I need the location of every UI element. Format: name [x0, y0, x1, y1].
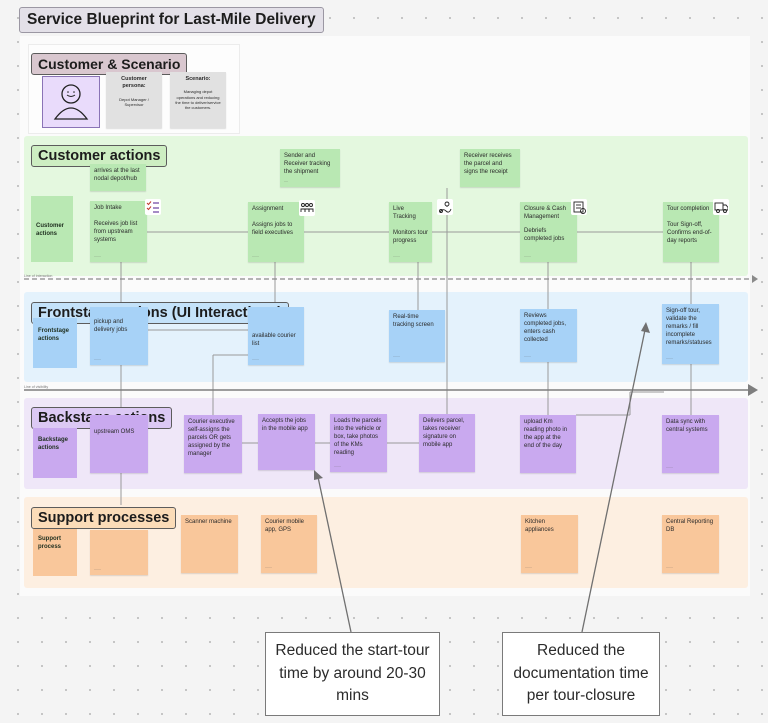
scenario-card[interactable]: Scenario: Managing depot operations and …	[170, 72, 226, 128]
note-support-blank[interactable]: .......	[90, 530, 148, 575]
person-icon	[53, 84, 89, 120]
note-upstream-oms[interactable]: upstream OMS	[90, 415, 148, 473]
note-tour-completion[interactable]: Tour completion Tour Sign-off, Confirms …	[663, 202, 719, 262]
persona-card[interactable]: Customer persona: Depot Manager / Superv…	[106, 72, 162, 128]
note-assignment[interactable]: Assignment Assigns jobs to field executi…	[248, 202, 304, 262]
note-loads-parcels[interactable]: Loads the parcels into the vehicle or bo…	[330, 414, 387, 472]
line-of-interaction-label: Line of interaction	[24, 274, 53, 278]
persona-title: Customer persona:	[121, 76, 147, 90]
note-kitchen-appliances[interactable]: Kitchen appliances.......	[521, 515, 578, 573]
note-reviews-completed-jobs[interactable]: Reviews completed jobs, enters cash coll…	[520, 309, 577, 362]
caption-start-tour-time: Reduced the start-tour time by around 20…	[265, 632, 440, 716]
section-tag-support: Support processes	[31, 507, 177, 529]
note-signoff-tour[interactable]: Sign-off tour, validate the remarks / fi…	[662, 304, 719, 364]
note-courier-executive[interactable]: Courier executive self-assigns the parce…	[184, 415, 242, 473]
row-label-backstage[interactable]: Backstage actions	[33, 428, 77, 478]
note-live-tracking[interactable]: Live Tracking Monitors tour progress ...…	[389, 202, 432, 262]
note-central-reporting-db[interactable]: Central Reporting DB.......	[662, 515, 719, 573]
row-label-frontstage[interactable]: Frontstage actions	[33, 318, 77, 368]
note-available-courier-list[interactable]: available courier list.......	[248, 307, 304, 365]
caption-documentation-time: Reduced the documentation time per tour-…	[502, 632, 660, 716]
note-courier-mobile-app[interactable]: Courier mobile app, GPS.......	[261, 515, 317, 573]
note-pickup-delivery-jobs[interactable]: pickup and delivery jobs.......	[90, 307, 148, 365]
row-label-customer[interactable]: Customer actions	[31, 196, 73, 262]
section-tag-customer-scenario: Customer & Scenario	[31, 53, 188, 75]
document-cash-icon	[571, 199, 587, 215]
note-receiver-receives[interactable]: Receiver receives the parcel and signs t…	[460, 149, 520, 187]
note-arrives-depot[interactable]: arrives at the last nodal depot/hub	[90, 164, 146, 191]
persona-text: Depot Manager / Supervisor	[119, 96, 149, 107]
section-tag-customer-actions: Customer actions	[31, 145, 168, 167]
note-accepts-jobs[interactable]: Accepts the jobs in the mobile app	[258, 414, 315, 470]
team-icon	[299, 200, 315, 216]
note-job-intake[interactable]: Job Intake Receives job list from upstre…	[90, 201, 147, 262]
scenario-text: Managing depot operations and reducing t…	[175, 89, 221, 111]
row-label-support[interactable]: Support process	[33, 529, 77, 576]
note-closure-cash[interactable]: Closure & Cash Management Debriefs compl…	[520, 202, 577, 262]
scenario-title: Scenario:	[185, 76, 211, 82]
page-title: Service Blueprint for Last-Mile Delivery	[19, 7, 324, 33]
note-sender-receiver-tracking[interactable]: Sender and Receiver tracking the shipmen…	[280, 149, 340, 187]
note-upload-km-reading[interactable]: upload Km reading photo in the app at th…	[520, 415, 576, 473]
checklist-icon	[145, 199, 161, 215]
note-scanner-machine[interactable]: Scanner machine	[181, 515, 238, 573]
line-of-visibility-label: Line of visibility	[24, 385, 49, 389]
delivery-truck-icon	[713, 199, 729, 215]
persona-avatar[interactable]	[42, 76, 100, 128]
note-delivers-parcel[interactable]: Delivers parcel, takes receiver signatur…	[419, 414, 475, 472]
route-tracking-icon	[437, 199, 453, 215]
note-realtime-tracking-screen[interactable]: Real-time tracking screen.......	[389, 310, 445, 362]
note-data-sync[interactable]: Data sync with central systems.......	[662, 415, 719, 473]
